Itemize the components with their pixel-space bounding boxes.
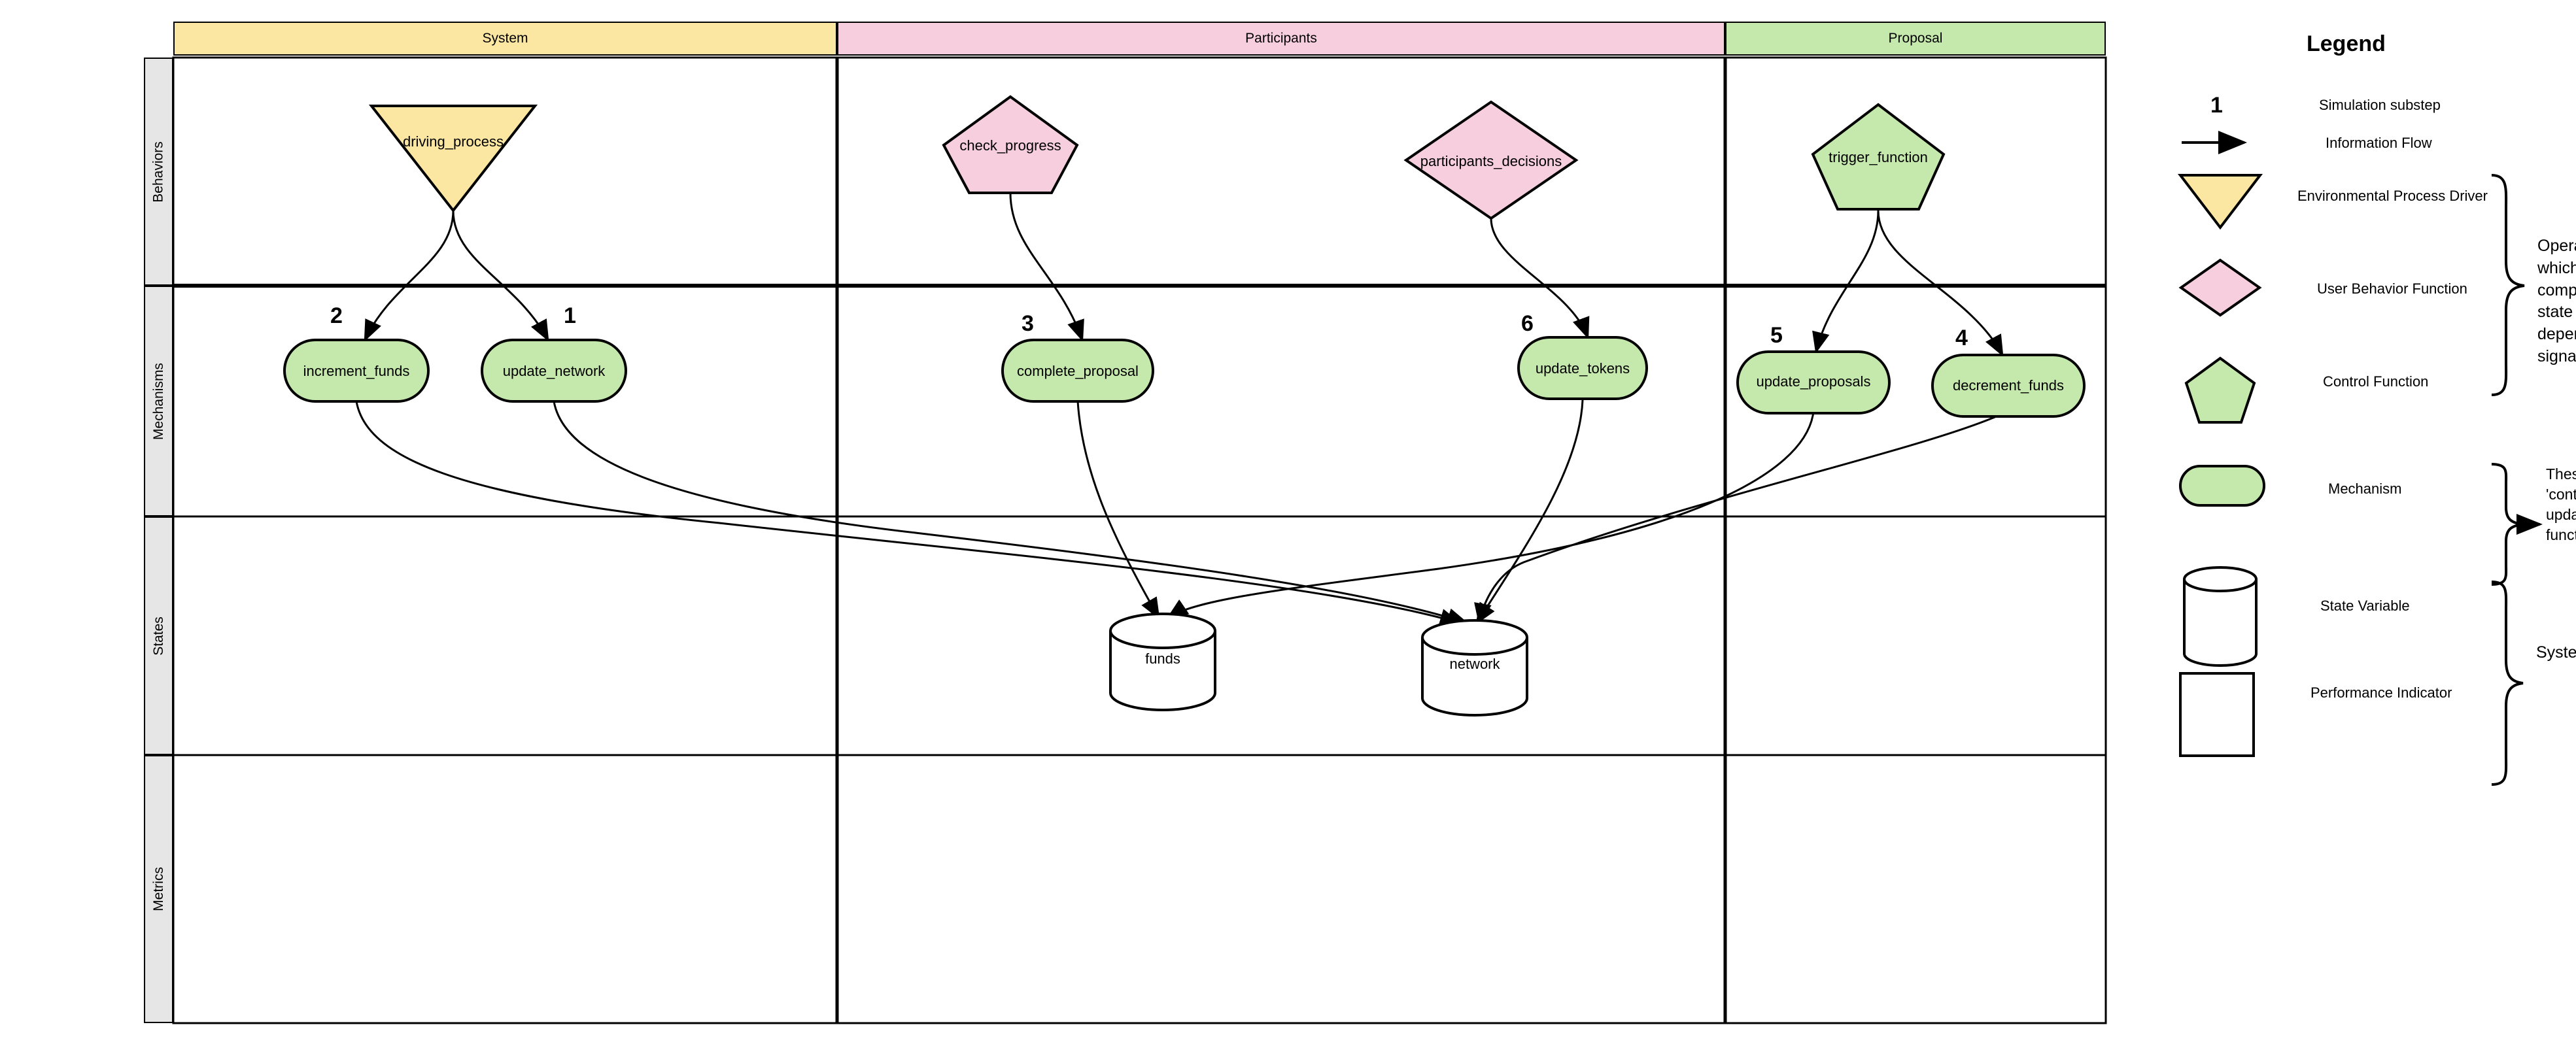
legend-label-user-behavior-function: User Behavior Function <box>2317 280 2467 297</box>
legend-note-contain: These 'contain' state update functions <box>2546 465 2576 544</box>
row-label-metrics: Metrics <box>144 755 173 1023</box>
edge-trigger-function-to-decrement-funds <box>1877 210 2004 357</box>
legend-label-control-function: Control Function <box>2323 373 2429 390</box>
shape-network[interactable] <box>1421 619 1528 717</box>
label-funds: funds <box>1145 650 1180 667</box>
step-number-decrement-funds: 4 <box>1955 326 1968 350</box>
shape-check-progress[interactable] <box>942 95 1079 194</box>
row-label-mechanisms: Mechanisms <box>144 286 173 516</box>
edge-trigger-function-to-update-proposals <box>1812 210 1880 354</box>
shape-increment-funds[interactable] <box>283 339 430 403</box>
column-header-label: Participants <box>1245 31 1317 46</box>
legend-note-system-data: System Data <box>2536 643 2576 662</box>
mechanism-shapes <box>283 336 2086 418</box>
shape-update-tokens[interactable] <box>1517 336 1648 400</box>
row-label-behaviors: Behaviors <box>144 58 173 286</box>
step-number-complete-proposal: 3 <box>1022 311 1034 336</box>
label-driving-process: driving_process <box>402 133 504 150</box>
label-update-tokens: update_tokens <box>1535 360 1630 377</box>
shape-trigger-function[interactable] <box>1811 103 1946 211</box>
step-number-increment-funds: 2 <box>330 303 343 328</box>
step-number-update-network: 1 <box>564 303 576 328</box>
row-label-text: Mechanisms <box>150 362 166 440</box>
legend-title: Legend <box>2307 31 2386 56</box>
legend-note-operators: Operators which compute state dependent … <box>2537 237 2576 365</box>
legend-pentagon-icon <box>2184 356 2256 424</box>
label-trigger-function: trigger_function <box>1829 149 1928 165</box>
edge-update-network-to-network <box>553 401 1469 626</box>
row-label-text: Metrics <box>150 867 166 911</box>
legend-label-mechanism: Mechanism <box>2328 481 2402 497</box>
legend-rounded-rect-icon <box>2179 465 2265 507</box>
column-header-system: System <box>173 22 837 56</box>
shape-participants-decisions[interactable] <box>1403 100 1579 220</box>
shape-decrement-funds[interactable] <box>1931 354 2086 418</box>
label-network: network <box>1449 656 1500 672</box>
step-number-update-tokens: 6 <box>1521 311 1534 336</box>
label-decrement-funds: decrement_funds <box>1953 377 2064 394</box>
legend-brace-system-data <box>2491 581 2524 786</box>
behavior-shapes <box>368 95 1946 220</box>
shape-update-proposals[interactable] <box>1736 350 1891 414</box>
label-update-proposals: update_proposals <box>1756 373 1871 390</box>
edge-update-proposals-to-funds <box>1166 411 1815 619</box>
row-label-states: States <box>144 516 173 755</box>
shape-funds[interactable] <box>1109 613 1216 711</box>
legend-label-performance-indicator: Performance Indicator <box>2310 684 2452 701</box>
legend-cylinder-icon <box>2183 566 2258 667</box>
legend-substep-sample: 1 <box>2210 93 2223 118</box>
legend-brace-contain <box>2491 463 2524 586</box>
row-label-text: Behaviors <box>150 141 166 203</box>
edge-increment-funds-to-network <box>355 401 1462 626</box>
column-header-participants: Participants <box>837 22 1725 56</box>
label-complete-proposal: complete_proposal <box>1017 363 1139 379</box>
legend-label-information-flow: Information Flow <box>2326 135 2432 151</box>
label-increment-funds: increment_funds <box>303 363 410 379</box>
row-label-text: States <box>150 616 166 656</box>
edge-driving-process-to-increment-funds <box>364 210 455 342</box>
edge-participants-decisions-to-update-tokens <box>1490 218 1590 339</box>
shape-complete-proposal[interactable] <box>1001 339 1154 403</box>
edges-behavior-to-mechanism <box>364 192 2004 357</box>
state-shapes <box>1109 613 1528 717</box>
column-header-proposal: Proposal <box>1725 22 2106 56</box>
column-header-label: System <box>482 31 528 46</box>
legend-label-simulation-substep: Simulation substep <box>2319 97 2441 113</box>
legend-label-state-variable: State Variable <box>2320 598 2410 614</box>
edge-driving-process-to-update-network <box>452 210 549 342</box>
edge-update-tokens-to-network <box>1475 399 1584 625</box>
shape-driving-process[interactable] <box>368 105 538 213</box>
legend-triangle-down-icon <box>2177 174 2263 230</box>
edges-mechanism-to-state <box>355 399 1999 626</box>
edge-decrement-funds-to-network <box>1474 414 1999 625</box>
legend-brace-operators <box>2491 174 2525 396</box>
legend-rect-icon <box>2179 672 2255 757</box>
label-participants-decisions: participants_decisions <box>1420 153 1562 169</box>
label-check-progress: check_progress <box>959 137 1061 154</box>
legend-label-environmental-process-driver: Environmental Process Driver <box>2297 188 2488 204</box>
legend-diamond-icon <box>2178 258 2262 317</box>
label-update-network: update_network <box>502 363 606 379</box>
edge-complete-proposal-to-funds <box>1076 401 1160 620</box>
column-header-label: Proposal <box>1888 31 1943 46</box>
shape-update-network[interactable] <box>481 339 627 403</box>
step-number-update-proposals: 5 <box>1770 323 1783 348</box>
swimlane-grid <box>172 56 2107 1024</box>
